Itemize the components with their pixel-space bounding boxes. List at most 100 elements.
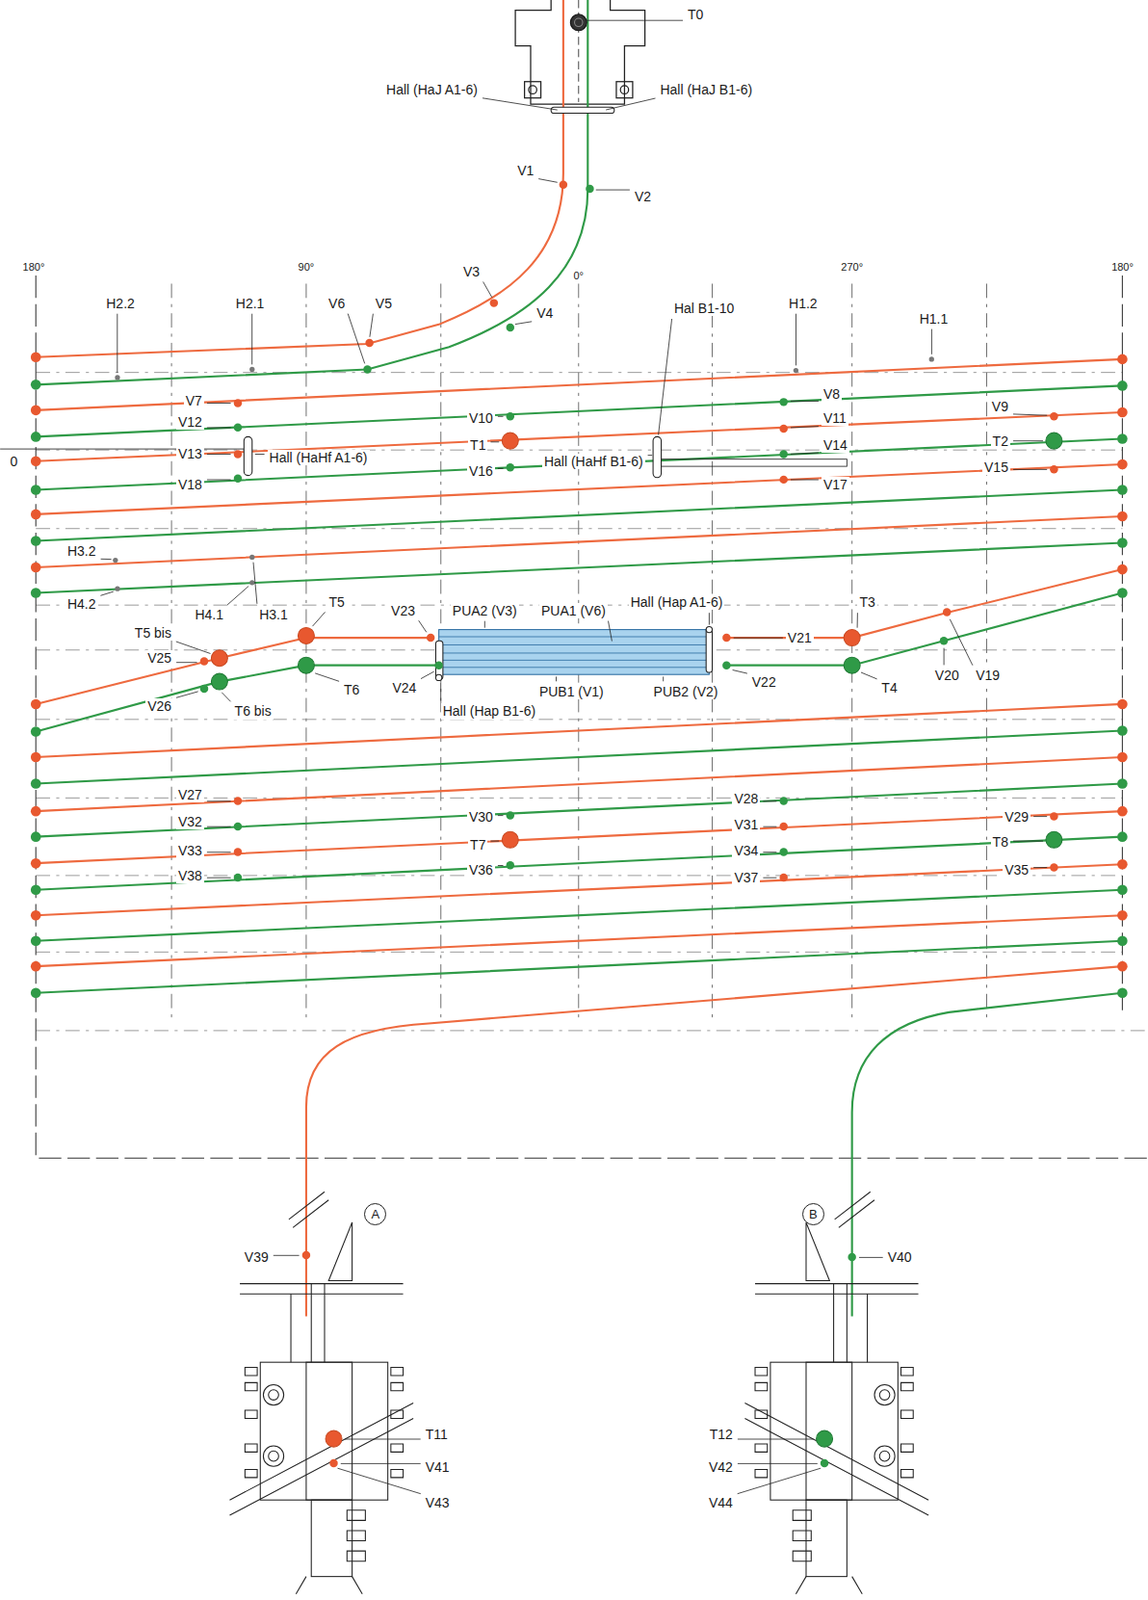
end-dot-green — [30, 987, 42, 998]
end-dot-red — [1117, 564, 1128, 575]
voltage-tap-red — [1049, 811, 1058, 820]
end-dot-red — [1117, 859, 1128, 870]
callout-label: H3.2 — [65, 543, 99, 559]
current-lead-head — [616, 81, 633, 99]
end-dot-green — [30, 431, 42, 443]
leader-line — [251, 313, 253, 366]
leader-line — [1013, 440, 1044, 442]
callout-label: H4.1 — [192, 606, 226, 623]
callout-label: V27 — [176, 786, 205, 803]
end-dot-red — [30, 699, 42, 710]
voltage-tap-red — [942, 607, 951, 616]
leader-line — [207, 479, 232, 481]
callout-label: PUA1 (V6) — [539, 602, 608, 619]
voltage-tap-green — [506, 861, 515, 869]
callout-label: Hall (HaHf A1-6) — [267, 449, 370, 466]
callout-label: V43 — [423, 1494, 452, 1511]
leader-line — [313, 611, 326, 627]
leader-line — [1033, 866, 1047, 868]
leader-line — [340, 1462, 421, 1464]
voltage-tap-green — [779, 847, 787, 856]
callout-label: PUA2 (V3) — [450, 602, 520, 619]
voltage-tap-red — [779, 822, 787, 831]
pickup-coil-band — [439, 629, 710, 676]
leader-line — [762, 877, 777, 879]
leader-line — [790, 479, 819, 481]
callout-label: V28 — [731, 790, 760, 807]
leader-line — [420, 671, 435, 679]
callout-label: 90° — [296, 260, 317, 274]
end-dot-green — [1117, 380, 1128, 392]
callout-label: T5 — [326, 594, 346, 610]
leader-line — [176, 691, 199, 698]
end-dot-green — [1117, 587, 1128, 599]
voltage-tap-green — [506, 810, 515, 819]
leader-line — [732, 670, 748, 675]
hall-probe-dot — [249, 579, 255, 585]
leader-line — [116, 313, 118, 373]
leader-line — [1013, 840, 1044, 842]
voltage-tap-red — [200, 180, 1059, 1467]
callout-label: H2.2 — [104, 295, 137, 312]
current-lead-head — [528, 85, 537, 94]
callout-label: T6 bis — [233, 703, 274, 719]
hall-probe-dot — [114, 374, 120, 380]
callout-label: V6 — [326, 295, 347, 312]
hall-probe — [435, 674, 442, 680]
end-dot-green — [30, 778, 42, 789]
callout-label: V32 — [176, 813, 205, 830]
end-dot-red — [30, 351, 1128, 971]
leader-line — [859, 1256, 884, 1258]
end-dot-green — [1117, 935, 1128, 946]
end-dot-red — [30, 961, 42, 972]
callout-label: 180° — [1109, 260, 1136, 274]
green-conductor — [35, 592, 1122, 731]
voltage-tap-red — [329, 1459, 338, 1467]
leader-line — [253, 562, 258, 604]
leader-line — [369, 313, 374, 338]
end-dot-green — [30, 379, 1128, 998]
callout-label: V26 — [145, 698, 174, 714]
voltage-tap-red — [426, 633, 435, 642]
callout-label: V24 — [390, 679, 418, 696]
hall-probe — [243, 436, 252, 475]
callout-label: 180° — [21, 260, 48, 274]
callout-label: V17 — [821, 476, 850, 493]
leader-line — [790, 452, 819, 454]
callout-label: V20 — [933, 667, 962, 683]
break-mark — [834, 1191, 875, 1227]
voltage-tap-red — [490, 298, 498, 307]
callout-label: 0 — [7, 453, 20, 470]
leader-line — [931, 329, 933, 355]
callout-label: 0° — [572, 269, 587, 283]
callout-label: Hall (Hap B1-6) — [441, 703, 538, 719]
end-dot-red — [1117, 699, 1128, 710]
reference-circle: A — [364, 1202, 387, 1226]
leader-line — [101, 558, 112, 560]
callout-label: H4.2 — [65, 596, 99, 612]
grid-lines — [171, 283, 987, 1020]
leader-line — [221, 692, 231, 703]
callout-label: V9 — [990, 398, 1011, 415]
temperature-sensor-green — [843, 656, 861, 674]
callout-label: V16 — [467, 463, 496, 479]
leader-line — [497, 416, 504, 418]
callout-label: H1.2 — [786, 295, 820, 312]
terminal-clamp — [744, 1222, 929, 1594]
leader-line — [762, 826, 777, 828]
leader-line — [1013, 414, 1047, 416]
callout-label: V13 — [176, 445, 205, 462]
callout-label: T7 — [468, 836, 488, 853]
callout-label: V30 — [467, 808, 496, 825]
leader-line — [483, 282, 493, 298]
leader-line — [648, 454, 653, 456]
callout-label: Hall (HaJ A1-6) — [384, 81, 480, 98]
end-dot-red — [30, 806, 42, 817]
leader-line — [176, 641, 211, 654]
end-dot-green — [1117, 987, 1128, 998]
terminal-clamp — [346, 1510, 366, 1562]
leader-line — [484, 621, 486, 628]
temperature-sensor-red — [501, 432, 519, 449]
callout-label: V19 — [973, 667, 1002, 683]
